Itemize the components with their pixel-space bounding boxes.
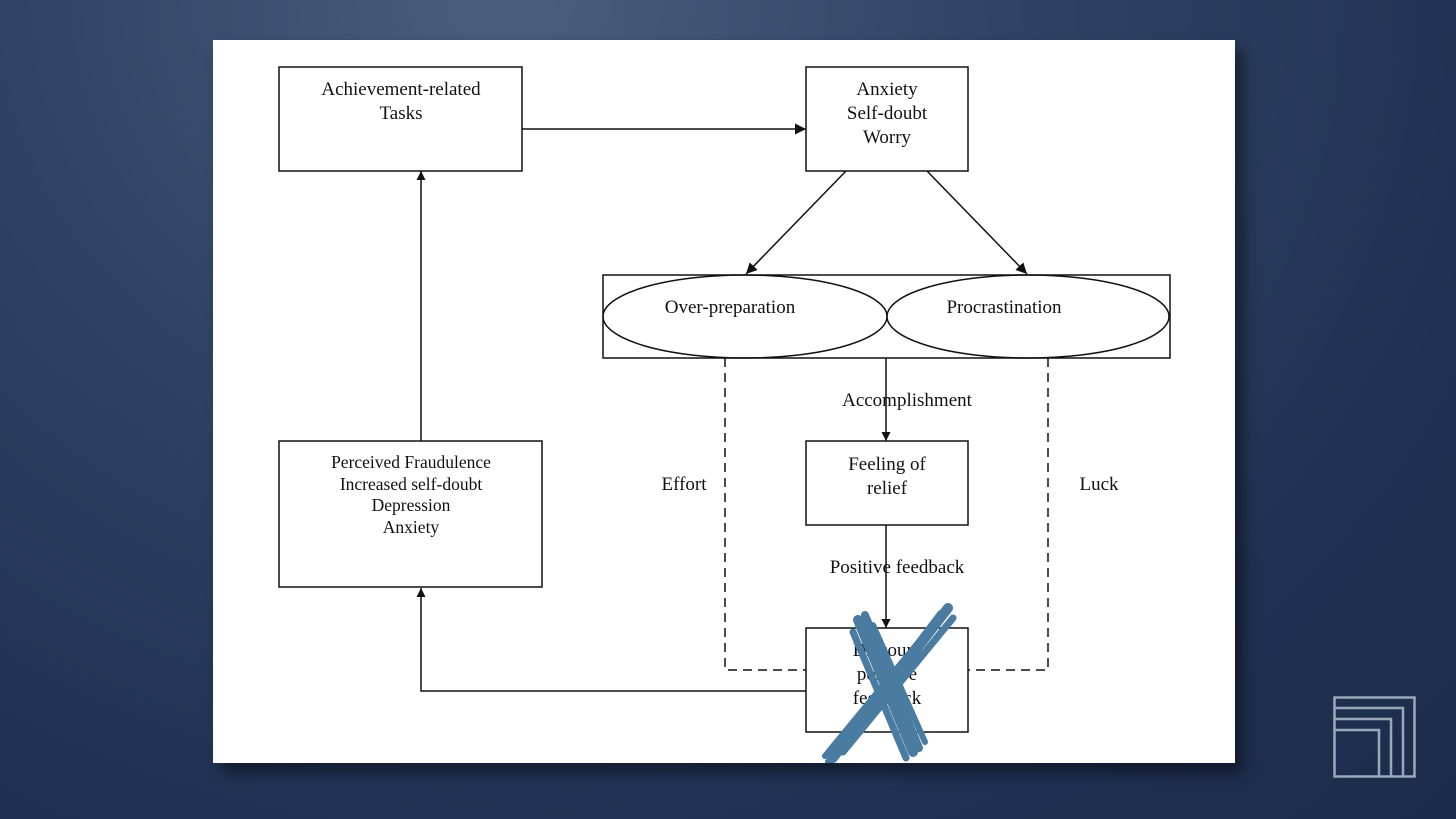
node-text-line: Tasks — [379, 103, 422, 124]
node-anxiety: Anxiety Self-doubt Worry — [805, 66, 969, 172]
node-text-line: Feeling of — [848, 454, 926, 475]
node-text-line: Anxiety — [856, 79, 918, 100]
node-text-line: Increased self-doubt — [340, 474, 483, 494]
edge-label-effort: Effort — [661, 474, 707, 495]
node-achievement-tasks: Achievement-related Tasks — [278, 66, 523, 172]
node-text-line: Depression — [372, 495, 451, 515]
edge-anxiety-to-overpreparation — [745, 170, 847, 275]
node-text-line: Worry — [863, 127, 912, 148]
edge-effort-dashed — [724, 358, 806, 671]
node-perceived-fraudulence: Perceived Fraudulence Increased self-dou… — [278, 440, 543, 588]
node-text-line: Achievement-related — [321, 79, 481, 100]
node-text: Over-preparation — [665, 297, 796, 318]
node-text-line: relief — [867, 478, 908, 499]
node-text-line: Self-doubt — [847, 103, 928, 124]
brand-logo-icon — [1333, 696, 1416, 778]
imposter-cycle-diagram: Achievement-related Tasks Anxiety Self-d… — [278, 66, 1171, 763]
edge-luck-dashed — [968, 358, 1049, 671]
node-text-line: Anxiety — [383, 517, 440, 537]
edge-label-positive-feedback: Positive feedback — [830, 557, 965, 578]
edge-discount-to-fraudulence — [416, 588, 806, 692]
node-over-preparation: Over-preparation — [602, 274, 888, 359]
node-text-line: Perceived Fraudulence — [331, 452, 491, 472]
edge-label-accomplishment: Accomplishment — [842, 390, 973, 411]
node-feeling-of-relief: Feeling of relief — [805, 440, 969, 526]
edge-label-luck: Luck — [1079, 474, 1119, 495]
edge-anxiety-to-procrastination — [926, 170, 1028, 275]
node-procrastination: Procrastination — [886, 274, 1170, 359]
node-text: Procrastination — [946, 297, 1062, 318]
cross-out-x-icon — [822, 603, 957, 763]
diagram-card: Achievement-related Tasks Anxiety Self-d… — [213, 40, 1235, 763]
